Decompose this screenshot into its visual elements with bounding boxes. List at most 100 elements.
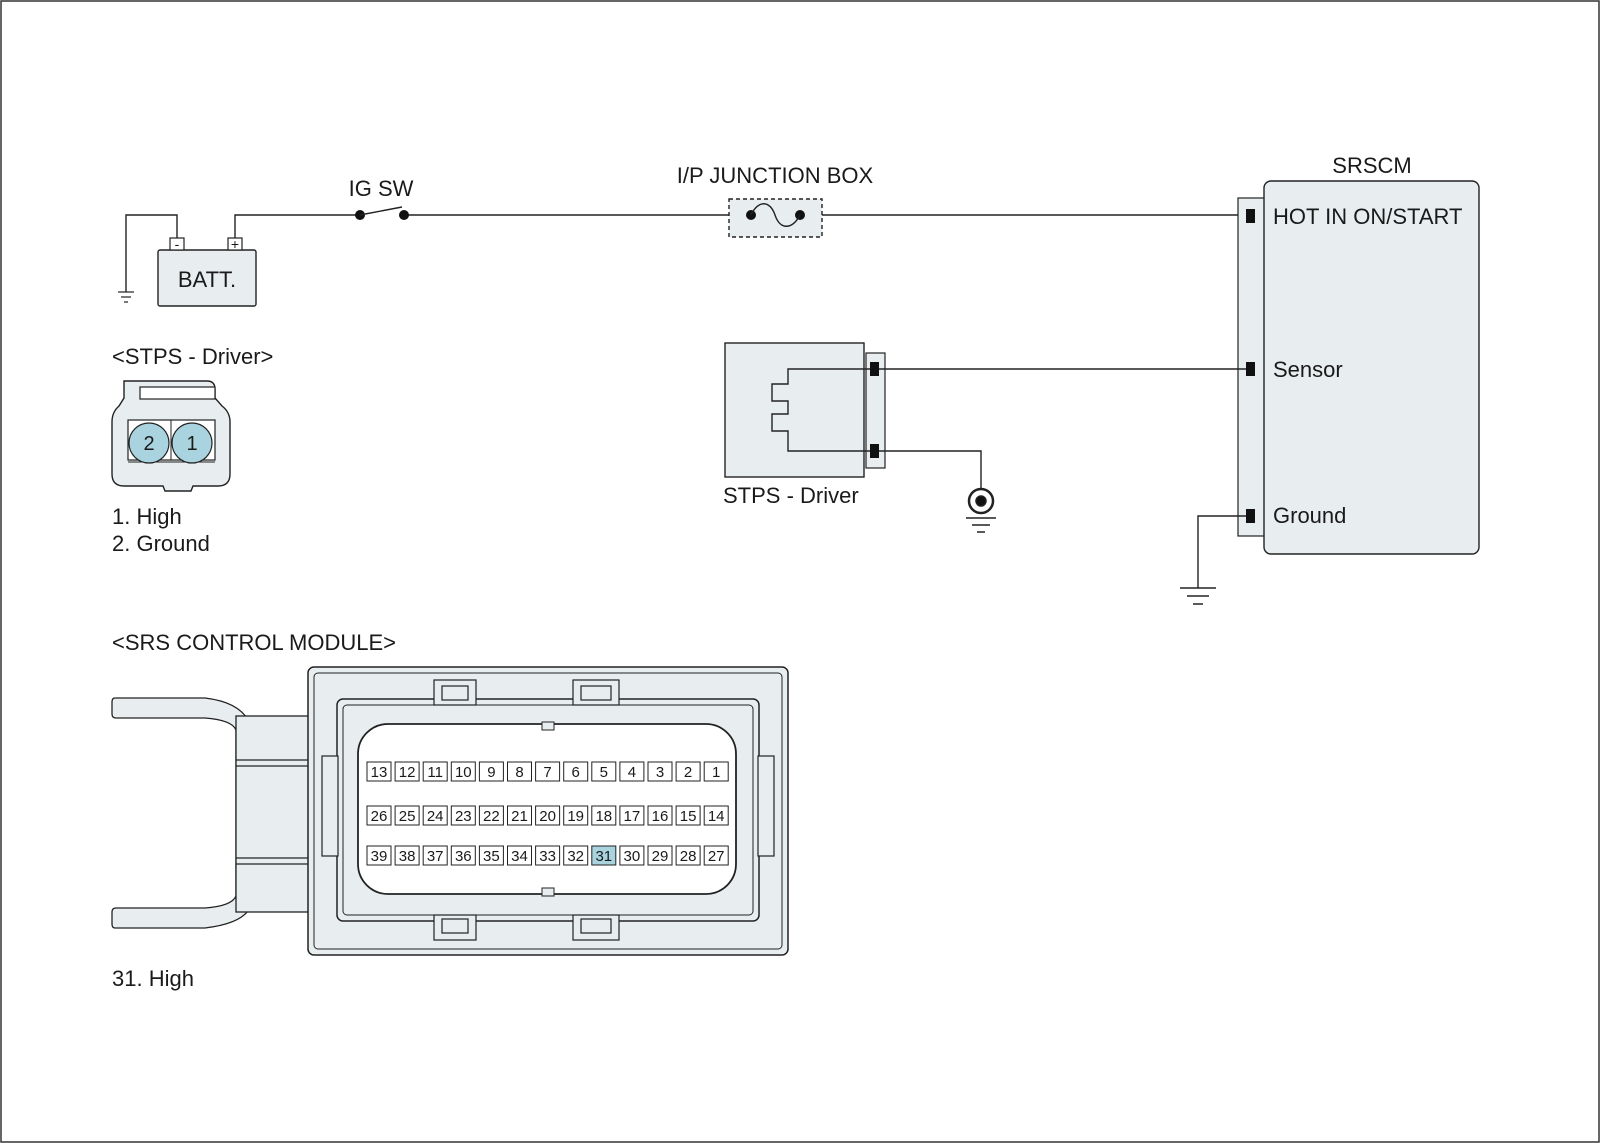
- srscm-pin-ground: [1246, 509, 1255, 523]
- srs-pin-17: [619, 805, 645, 826]
- stps-connector: 2 1: [111, 380, 231, 492]
- srs-pin-32: [563, 845, 589, 866]
- srs-pin-38-label: 38: [399, 848, 416, 865]
- stps-ground-wire: [879, 450, 982, 488]
- stps-pin-1: [171, 422, 213, 464]
- srs-pin-30: [619, 845, 645, 866]
- srs-pin-37-label: 37: [427, 848, 444, 865]
- srs-pin-1: [703, 761, 729, 782]
- srs-pin-17-label: 17: [624, 808, 641, 825]
- srs-pin-25-label: 25: [399, 808, 416, 825]
- srs-pin-9: [478, 761, 504, 782]
- stps-pin-ground: [870, 444, 879, 458]
- srs-pin-10-label: 10: [455, 764, 472, 781]
- srs-pin-2: [675, 761, 701, 782]
- srs-pin-21-label: 21: [511, 808, 528, 825]
- srs-pin-5: [591, 761, 617, 782]
- srs-pin-26-label: 26: [371, 808, 388, 825]
- srs-pin-23-label: 23: [455, 808, 472, 825]
- srs-pin-37: [422, 845, 448, 866]
- battery-label: BATT.: [178, 267, 236, 292]
- srs-pin-36-label: 36: [455, 848, 472, 865]
- srs-pin-23: [450, 805, 476, 826]
- stps-connector-title: <STPS - Driver>: [112, 344, 273, 369]
- srs-pin-27-label: 27: [708, 848, 725, 865]
- srs-pin-11-label: 11: [427, 764, 443, 781]
- eyelet-ground-icon: [966, 487, 996, 533]
- srs-pin-18-label: 18: [595, 808, 612, 825]
- srs-pin-2-label: 2: [684, 764, 692, 781]
- srscm-sensor-label: Sensor: [1273, 357, 1343, 382]
- power-wire: [234, 214, 1244, 238]
- srs-pin-8: [507, 761, 532, 782]
- srs-pin-24: [422, 805, 448, 826]
- srs-pin-15: [675, 805, 701, 826]
- stps-pin-high: [870, 362, 879, 376]
- srs-pin-8-label: 8: [515, 764, 523, 781]
- srs-pin-31: [591, 845, 617, 866]
- srs-pin-9-label: 9: [487, 764, 495, 781]
- srs-pin-33: [535, 845, 561, 866]
- srs-pin-22-label: 22: [483, 808, 500, 825]
- srs-pin-22: [478, 805, 504, 826]
- battery: BATT. - +: [157, 236, 257, 307]
- srs-pin-31-label: 31: [595, 848, 612, 865]
- srs-pin-21: [507, 805, 532, 826]
- srs-pin-1-label: 1: [712, 764, 720, 781]
- srs-pin-16-label: 16: [652, 808, 669, 825]
- srs-pin-11: [422, 761, 448, 782]
- srs-pin-15-label: 15: [680, 808, 697, 825]
- stps-driver-sensor: STPS - Driver: [723, 342, 886, 508]
- srs-pin-5-label: 5: [600, 764, 608, 781]
- srs-pin-35-label: 35: [483, 848, 500, 865]
- srs-pin-34-label: 34: [511, 848, 528, 865]
- srs-pin-12-label: 12: [399, 764, 416, 781]
- stps-pin-2-label: 2: [143, 433, 154, 455]
- srs-pin-25: [394, 805, 420, 826]
- stps-pin-1-label: 1: [186, 433, 197, 455]
- srs-pin-28-label: 28: [680, 848, 697, 865]
- srs-pin-36: [450, 845, 476, 866]
- srs-pin-32-label: 32: [567, 848, 584, 865]
- srs-pin-13-label: 13: [371, 764, 388, 781]
- junction-box-label: I/P JUNCTION BOX: [677, 163, 874, 188]
- srs-pin-10: [450, 761, 476, 782]
- battery-positive-sign: +: [231, 236, 239, 252]
- srs-pin-7-label: 7: [543, 764, 551, 781]
- stps-legend-2: 2. Ground: [112, 531, 210, 556]
- srs-pin-33-label: 33: [539, 848, 556, 865]
- srs-pin-13: [366, 761, 392, 782]
- srs-pin-39: [366, 845, 392, 866]
- battery-negative-sign: -: [175, 236, 180, 252]
- srs-pin-29-label: 29: [652, 848, 669, 865]
- srs-pin-3: [647, 761, 673, 782]
- srs-pin-20: [535, 805, 561, 826]
- srs-pin-6: [563, 761, 589, 782]
- srs-pin-4: [619, 761, 645, 782]
- srs-pin-27: [703, 845, 729, 866]
- srs-pin-7: [535, 761, 561, 782]
- srscm-ground-label: Ground: [1273, 503, 1346, 528]
- srscm-pin-hot: [1246, 209, 1255, 223]
- srs-pin-14: [703, 805, 729, 826]
- stps-pin-2: [128, 422, 170, 464]
- srs-pin-26: [366, 805, 392, 826]
- stps-component-label: STPS - Driver: [723, 483, 859, 508]
- srs-pin-39-label: 39: [371, 848, 388, 865]
- junction-box: I/P JUNCTION BOX: [677, 163, 874, 238]
- srs-legend: 31. High: [112, 966, 194, 991]
- srscm-title: SRSCM: [1332, 153, 1411, 178]
- srs-pin-12: [394, 761, 420, 782]
- srs-pin-20-label: 20: [539, 808, 556, 825]
- srs-pin-18: [591, 805, 617, 826]
- srs-pin-6-label: 6: [572, 764, 580, 781]
- srs-pin-19: [563, 805, 589, 826]
- srs-pin-28: [675, 845, 701, 866]
- ignition-switch: IG SW: [349, 176, 414, 220]
- srscm-ground-wire: [1197, 515, 1246, 588]
- srscm-ground-icon: [1180, 587, 1216, 605]
- chassis-ground-icon: [118, 291, 134, 303]
